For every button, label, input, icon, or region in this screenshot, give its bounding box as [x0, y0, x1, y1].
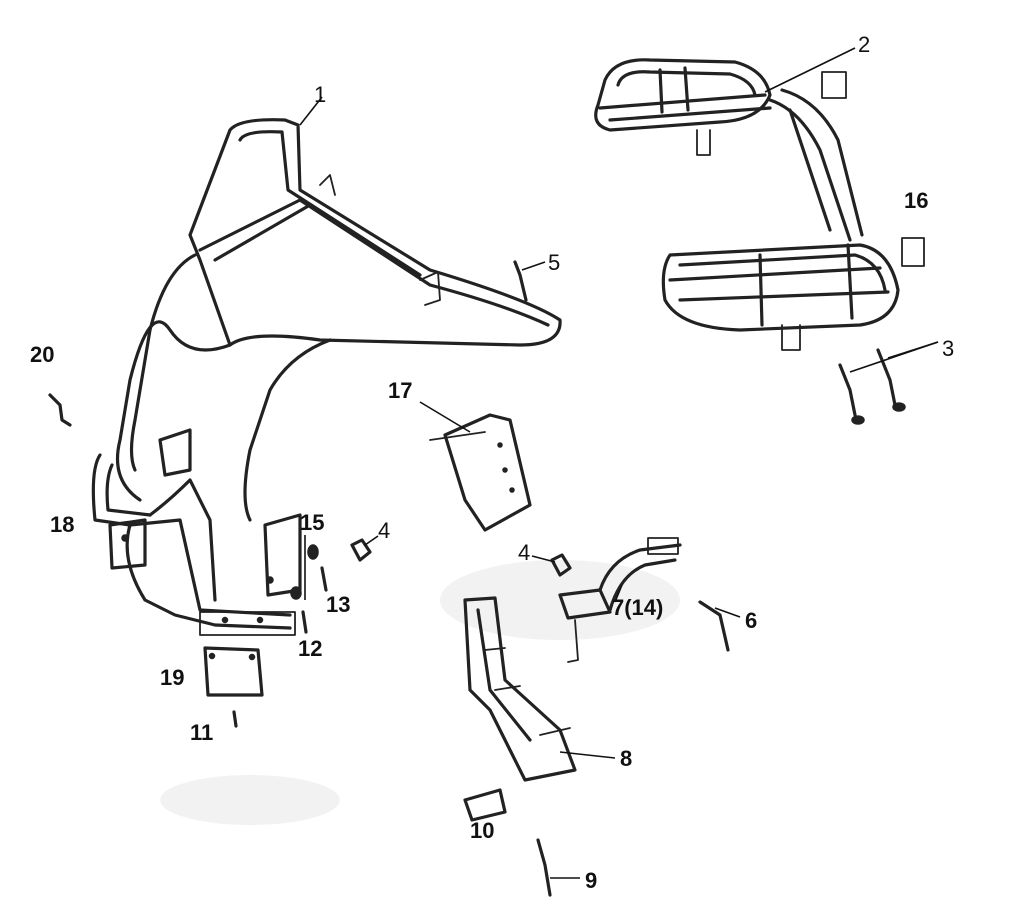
rear-rack-side-rails — [768, 88, 864, 242]
panel-17 — [429, 413, 532, 532]
rack-pad — [901, 237, 925, 267]
clamp-10 — [463, 788, 507, 822]
callout-16: 16 — [904, 188, 928, 213]
callout-6: 6 — [745, 608, 757, 633]
callout-4b: 4 — [518, 540, 530, 565]
clip-6 — [698, 600, 730, 652]
plate-19 — [203, 646, 264, 697]
rack-pad-top — [821, 71, 847, 99]
callout-labels: 1 2 3 4 4 5 6 7(14) 8 9 10 11 12 13 15 1… — [30, 32, 954, 893]
bolt-15 — [307, 544, 319, 560]
nut-4b — [550, 553, 572, 577]
nut-4a — [350, 538, 372, 562]
callout-10: 10 — [470, 818, 494, 843]
callout-13: 13 — [326, 592, 350, 617]
bracket-7 — [558, 537, 682, 663]
callout-9: 9 — [585, 868, 597, 893]
bolt-13 — [320, 566, 328, 592]
front-rack-frame — [115, 118, 562, 522]
callout-11: 11 — [190, 720, 213, 745]
background-smudge — [440, 560, 680, 640]
callout-15: 15 — [300, 510, 324, 535]
callout-7: 7(14) — [612, 595, 663, 620]
screw-11 — [232, 710, 238, 728]
lower-guard-frame — [91, 428, 302, 636]
rear-rack-upper — [594, 58, 772, 156]
background-smudge — [160, 775, 340, 825]
callout-3: 3 — [942, 336, 954, 361]
callout-20: 20 — [30, 342, 54, 367]
callout-8: 8 — [620, 746, 632, 771]
bolt-9 — [536, 838, 552, 897]
callout-19: 19 — [160, 665, 184, 690]
rear-rack-lower — [661, 243, 900, 351]
callout-1: 1 — [314, 82, 326, 107]
callout-12: 12 — [298, 636, 322, 661]
bracket-8 — [463, 596, 577, 782]
rack-bolts — [838, 348, 906, 425]
callout-5: 5 — [548, 250, 560, 275]
callout-2: 2 — [858, 32, 870, 57]
callout-17: 17 — [388, 378, 412, 403]
clip-20 — [48, 393, 72, 427]
callout-4a: 4 — [378, 518, 390, 543]
callout-18: 18 — [50, 512, 74, 537]
bolt-12 — [301, 610, 308, 634]
clip-5 — [513, 260, 528, 302]
leader-lines — [299, 47, 939, 879]
bolt-15b — [290, 586, 302, 600]
